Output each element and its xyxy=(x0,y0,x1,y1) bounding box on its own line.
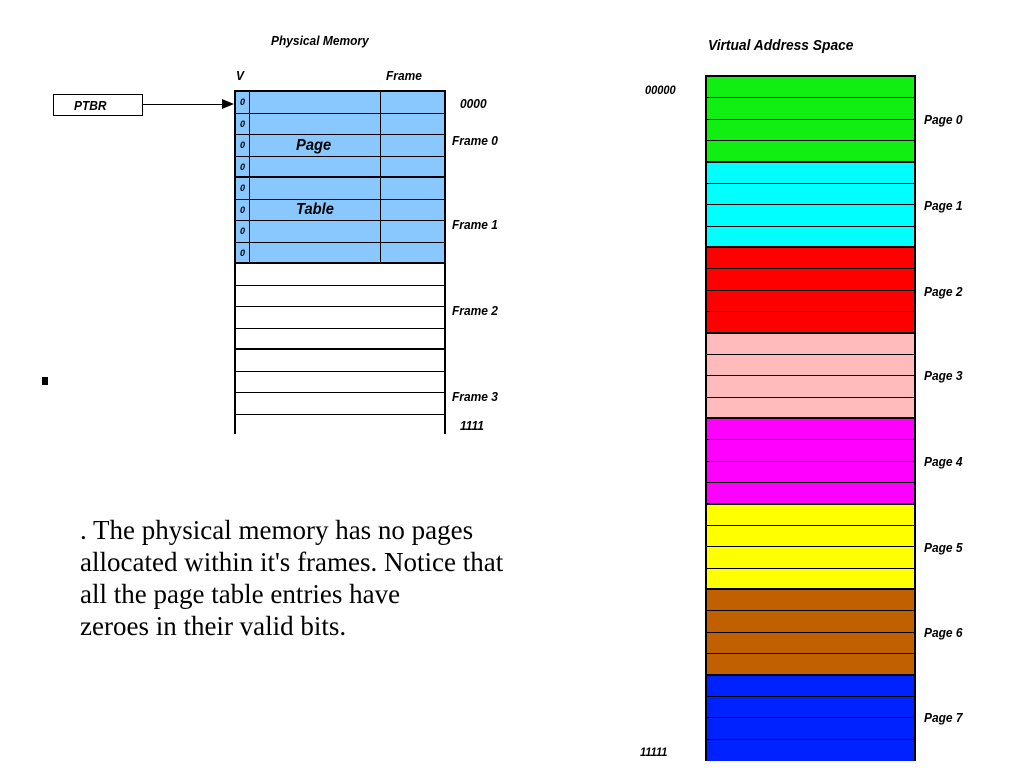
valid-bit-column-header: V xyxy=(236,68,244,83)
valid-bit: 0 xyxy=(236,113,250,134)
va-row-page-0 xyxy=(707,141,914,163)
page-table-entry-0: 0 xyxy=(236,92,444,114)
page-label-3: Page 3 xyxy=(924,368,963,383)
memory-row xyxy=(236,264,444,286)
caption-text: . The physical memory has no pages alloc… xyxy=(80,515,504,641)
va-row-page-6 xyxy=(707,632,914,655)
va-row-page-4 xyxy=(707,419,914,441)
page-table-entry-2: 0 xyxy=(236,135,444,157)
ptbr-arrowhead xyxy=(222,99,234,109)
virtual-address-space-block xyxy=(705,75,916,761)
memory-row xyxy=(236,414,444,436)
memory-row xyxy=(236,307,444,329)
frame-label-3: Frame 3 xyxy=(452,389,498,404)
valid-bit: 0 xyxy=(236,92,250,113)
valid-bit: 0 xyxy=(236,242,250,262)
virtual-address-start: 00000 xyxy=(645,83,676,97)
page-table-entry-5: 0 xyxy=(236,199,444,221)
va-row-page-0 xyxy=(707,98,914,120)
virtual-address-space-title: Virtual Address Space xyxy=(708,37,854,54)
physical-address-start: 0000 xyxy=(460,96,487,111)
page-label-6: Page 6 xyxy=(924,625,963,640)
page-table-entry-4: 0 xyxy=(236,178,444,200)
va-row-page-4 xyxy=(707,483,914,505)
va-row-page-7 xyxy=(707,696,914,719)
page-label-1: Page 1 xyxy=(924,198,963,213)
va-row-page-0 xyxy=(707,119,914,142)
valid-bit: 0 xyxy=(236,221,250,242)
va-row-page-2 xyxy=(707,269,914,291)
va-row-page-6 xyxy=(707,611,914,633)
physical-memory-block: 0 0 0 0 0 0 0 0 xyxy=(234,90,446,436)
va-row-page-5 xyxy=(707,568,914,590)
va-row-page-7 xyxy=(707,739,914,761)
frame-label-1: Frame 1 xyxy=(452,217,498,232)
page-table-label-page: Page xyxy=(296,137,332,154)
va-row-page-3 xyxy=(707,333,914,355)
va-row-page-1 xyxy=(707,183,914,206)
virtual-address-end: 11111 xyxy=(640,745,668,759)
ptbr-register: PTBR xyxy=(53,94,143,116)
va-row-page-7 xyxy=(707,718,914,740)
va-row-page-0 xyxy=(707,77,914,99)
frame-column-header: Frame xyxy=(386,68,422,83)
page-table-entry-7: 0 xyxy=(236,242,444,264)
frame-label-2: Frame 2 xyxy=(452,303,498,318)
page-label-4: Page 4 xyxy=(924,454,963,469)
memory-row xyxy=(236,285,444,307)
memory-row xyxy=(236,350,444,372)
va-row-page-4 xyxy=(707,440,914,462)
physical-memory-title: Physical Memory xyxy=(271,33,369,48)
valid-bit: 0 xyxy=(236,135,250,156)
page-table-entry-3: 0 xyxy=(236,156,444,178)
va-row-page-1 xyxy=(707,205,914,227)
va-row-page-3 xyxy=(707,376,914,398)
memory-row xyxy=(236,393,444,415)
va-row-page-6 xyxy=(707,654,914,676)
va-row-page-2 xyxy=(707,312,914,334)
valid-bit: 0 xyxy=(236,156,250,176)
va-row-page-7 xyxy=(707,675,914,697)
va-row-page-3 xyxy=(707,354,914,377)
memory-row xyxy=(236,371,444,393)
page-label-0: Page 0 xyxy=(924,112,963,127)
va-row-page-4 xyxy=(707,461,914,484)
valid-bit: 0 xyxy=(236,178,250,199)
frame-label-0: Frame 0 xyxy=(452,133,498,148)
ptbr-arrow-line xyxy=(143,104,225,105)
va-row-page-6 xyxy=(707,590,914,612)
page-label-7: Page 7 xyxy=(924,710,963,725)
memory-row xyxy=(236,328,444,350)
va-row-page-1 xyxy=(707,162,914,184)
va-row-page-2 xyxy=(707,290,914,313)
page-table-label-table: Table xyxy=(296,201,334,218)
va-row-page-5 xyxy=(707,525,914,548)
va-row-page-5 xyxy=(707,547,914,569)
physical-address-end: 1111 xyxy=(460,418,484,433)
ptbr-label: PTBR xyxy=(74,98,107,113)
va-row-page-1 xyxy=(707,226,914,248)
va-row-page-2 xyxy=(707,248,914,270)
va-row-page-3 xyxy=(707,397,914,419)
valid-bit: 0 xyxy=(236,199,250,220)
page-table-entry-6: 0 xyxy=(236,221,444,243)
bullet-mark xyxy=(42,377,48,385)
page-label-5: Page 5 xyxy=(924,540,963,555)
page-table-entry-1: 0 xyxy=(236,113,444,135)
page-label-2: Page 2 xyxy=(924,284,963,299)
va-row-page-5 xyxy=(707,504,914,526)
